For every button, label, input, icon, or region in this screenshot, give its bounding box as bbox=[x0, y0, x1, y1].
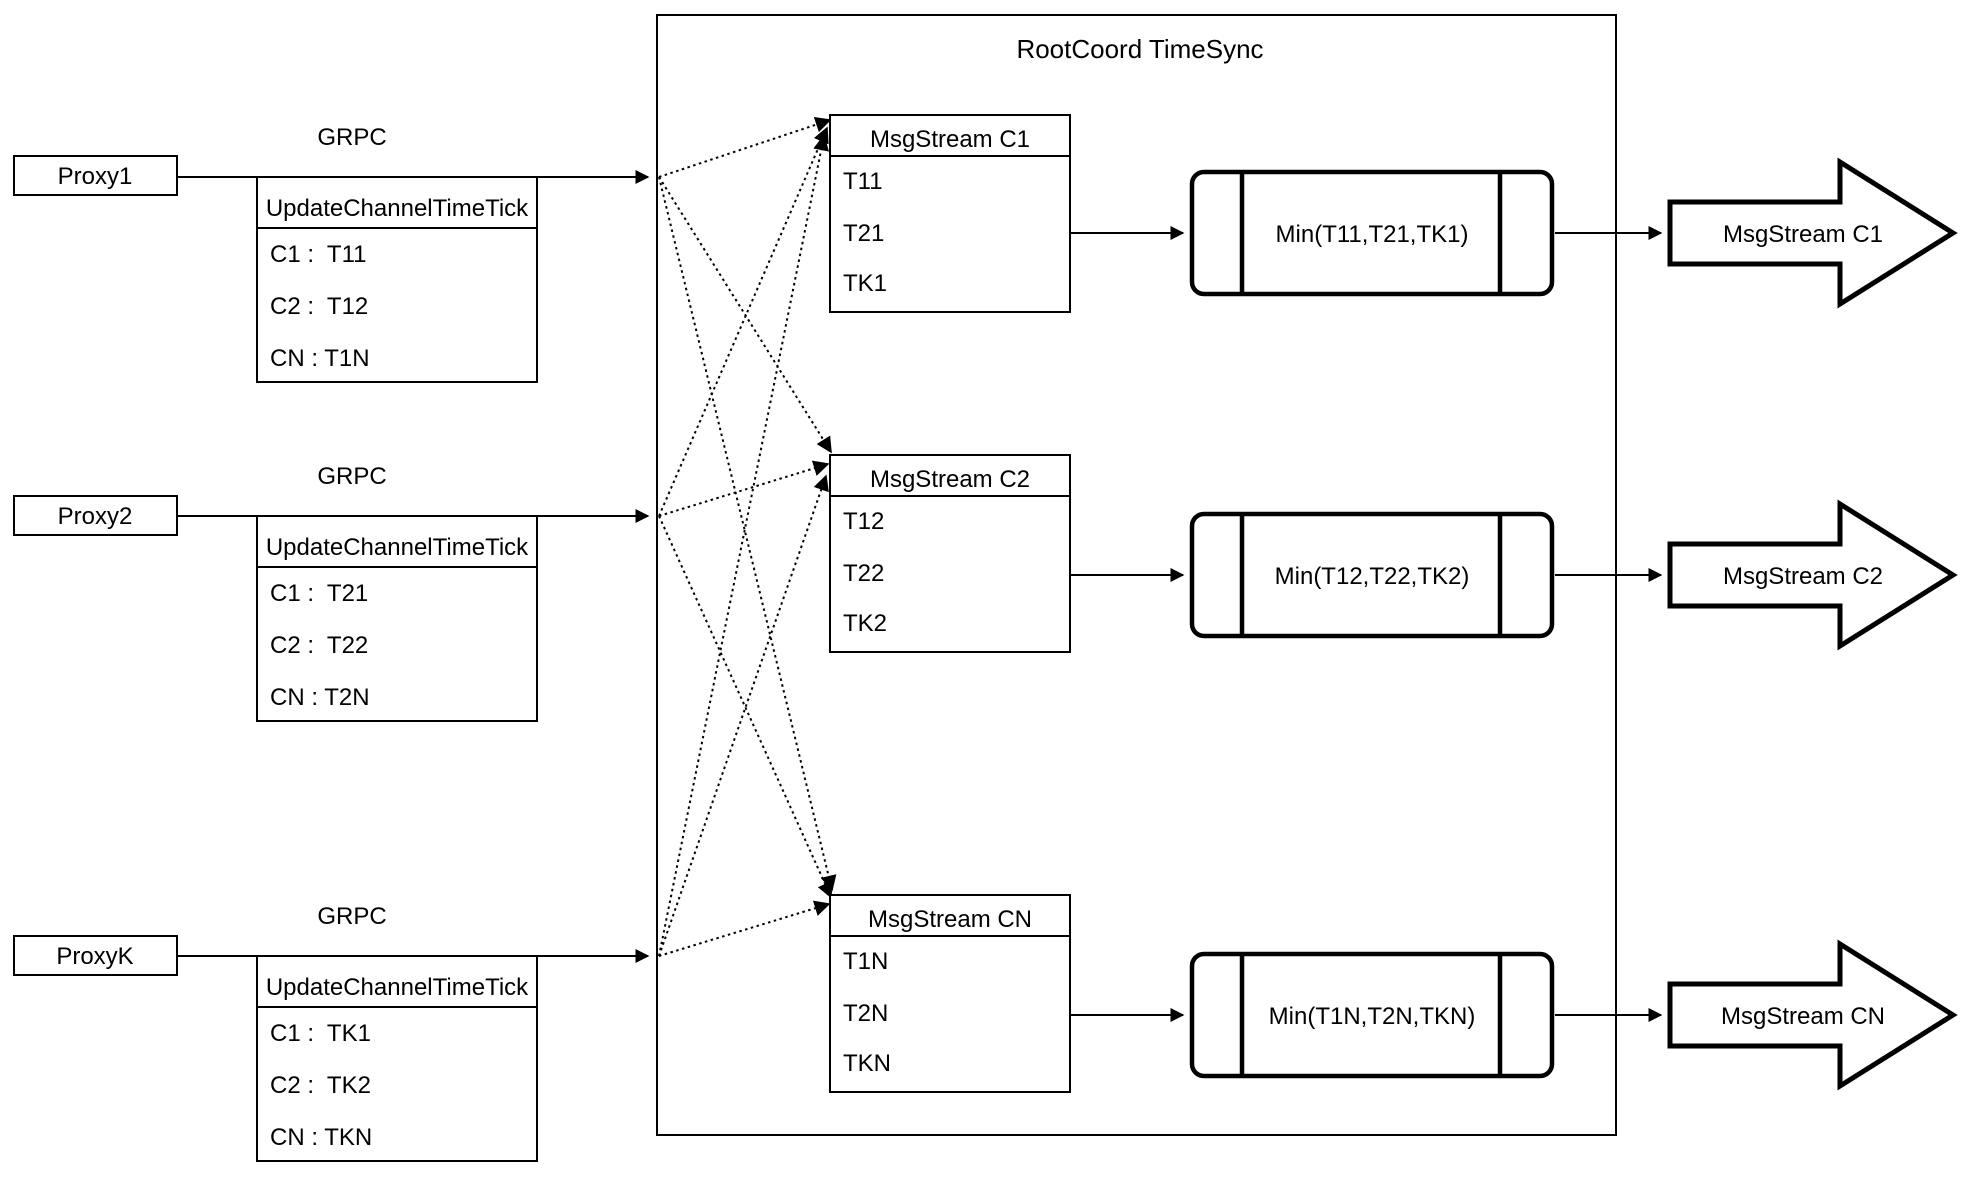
msgstream-c1-title: MsgStream C1 bbox=[870, 126, 1030, 153]
output-arrow-cn-shape bbox=[1667, 939, 1958, 1091]
proxy2-table-row-cn: CN : T2N bbox=[270, 684, 370, 711]
output-arrow-c2: MsgStream C2 bbox=[1667, 499, 1958, 651]
msgstream-c1-box bbox=[829, 114, 1071, 313]
output-arrow-c1: MsgStream C1 bbox=[1667, 157, 1958, 309]
rootcoord-timesync-title: RootCoord TimeSync bbox=[1016, 34, 1263, 64]
dotted-arrow-proxyk-to-msgstream-c1 bbox=[658, 134, 830, 957]
proxy1-table-header: UpdateChannelTimeTick bbox=[266, 195, 529, 222]
msgstream-cn-row-tkn: TKN bbox=[843, 1050, 891, 1077]
output-arrow-c1-shape bbox=[1667, 157, 1958, 309]
proxy2-timetick-table: UpdateChannelTimeTick C1 : T21 C2 : T22 … bbox=[256, 515, 538, 722]
min-c2-shape bbox=[1189, 511, 1555, 639]
msgstream-c1-table: MsgStream C1 T11 T21 TK1 bbox=[829, 114, 1185, 313]
proxy1-table-box bbox=[256, 176, 538, 383]
output-arrow-c2-label: MsgStream C2 bbox=[1723, 563, 1883, 590]
proxy2-label: Proxy2 bbox=[58, 503, 133, 530]
proxy2-table-box bbox=[256, 515, 538, 722]
dotted-arrow-proxyk-to-msgstream-c2 bbox=[658, 474, 829, 957]
grpc-label-proxy1: GRPC bbox=[317, 124, 386, 151]
output-arrow-c1-label: MsgStream C1 bbox=[1723, 221, 1883, 248]
msgstream-c2-row-t22: T22 bbox=[843, 560, 884, 587]
msgstream-cn-title: MsgStream CN bbox=[868, 906, 1032, 933]
proxyk-table-header: UpdateChannelTimeTick bbox=[266, 974, 529, 1001]
proxyk-label: ProxyK bbox=[56, 943, 133, 970]
output-arrow-c2-shape bbox=[1667, 499, 1958, 651]
min-c2-label: Min(T12,T22,TK2) bbox=[1275, 563, 1470, 590]
proxy1-table-row-c1: C1 : T11 bbox=[270, 241, 367, 268]
msgstream-c1-row-t11: T11 bbox=[843, 168, 883, 195]
msgstream-c2-row-t12: T12 bbox=[843, 508, 884, 535]
min-box-c1: Min(T11,T21,TK1) bbox=[1189, 169, 1663, 297]
msgstream-cn-table: MsgStream CN T1N T2N TKN bbox=[829, 894, 1185, 1093]
proxyk-table-box bbox=[256, 955, 538, 1162]
proxy1-row: GRPC Proxy1 UpdateChannelTimeTick C1 : T… bbox=[13, 124, 538, 383]
proxyk-box bbox=[13, 935, 178, 976]
min-box-cn: Min(T1N,T2N,TKN) bbox=[1189, 951, 1663, 1079]
dotted-arrow-proxyk-to-msgstream-cn bbox=[658, 900, 831, 957]
msgstream-c1-row-t21: T21 bbox=[843, 220, 884, 247]
proxy2-table-row-c1: C1 : T21 bbox=[270, 580, 368, 607]
proxy1-label: Proxy1 bbox=[58, 163, 133, 190]
grpc-label-proxy2: GRPC bbox=[317, 463, 386, 490]
proxy1-box bbox=[13, 155, 178, 196]
dotted-arrow-proxy1-to-msgstream-c2 bbox=[658, 176, 832, 454]
min-c1-label: Min(T11,T21,TK1) bbox=[1276, 221, 1469, 248]
msgstream-c2-row-tk2: TK2 bbox=[843, 610, 887, 637]
min-box-c2: Min(T12,T22,TK2) bbox=[1189, 511, 1663, 639]
proxy1-table-row-c2: C2 : T12 bbox=[270, 293, 368, 320]
proxy2-table-row-c2: C2 : T22 bbox=[270, 632, 368, 659]
proxy2-table-header: UpdateChannelTimeTick bbox=[266, 534, 529, 561]
proxyk-timetick-table: UpdateChannelTimeTick C1 : TK1 C2 : TK2 … bbox=[256, 955, 538, 1162]
dotted-arrow-proxy2-to-msgstream-c2 bbox=[658, 460, 830, 517]
msgstream-c2-box bbox=[829, 454, 1071, 653]
proxyk-table-row-c2: C2 : TK2 bbox=[270, 1072, 371, 1099]
msgstream-cn-box bbox=[829, 894, 1071, 1093]
dotted-arrow-proxy1-to-msgstream-c1 bbox=[658, 116, 832, 178]
proxyk-table-row-c1: C1 : TK1 bbox=[270, 1020, 371, 1047]
proxyk-table-row-cn: CN : TKN bbox=[270, 1124, 372, 1151]
msgstream-cn-row-t1n: T1N bbox=[843, 948, 888, 975]
output-arrow-cn-label: MsgStream CN bbox=[1721, 1003, 1885, 1030]
min-c1-shape bbox=[1189, 169, 1555, 297]
dotted-arrow-fan bbox=[658, 116, 837, 957]
msgstream-c2-title: MsgStream C2 bbox=[870, 466, 1030, 493]
grpc-label-proxyk: GRPC bbox=[317, 903, 386, 930]
msgstream-c1-row-tk1: TK1 bbox=[843, 270, 887, 297]
min-cn-shape bbox=[1189, 951, 1555, 1079]
proxy1-table-row-cn: CN : T1N bbox=[270, 345, 370, 372]
dotted-arrow-proxy1-to-msgstream-cn bbox=[658, 176, 837, 892]
proxy2-box bbox=[13, 495, 178, 536]
proxy2-row: GRPC Proxy2 UpdateChannelTimeTick C1 : T… bbox=[13, 463, 538, 722]
msgstream-cn-row-t2n: T2N bbox=[843, 1000, 888, 1027]
msgstream-c2-table: MsgStream C2 T12 T22 TK2 bbox=[829, 454, 1185, 653]
dotted-arrow-proxy2-to-msgstream-c1 bbox=[658, 126, 829, 517]
output-arrow-cn: MsgStream CN bbox=[1667, 939, 1958, 1091]
min-cn-label: Min(T1N,T2N,TKN) bbox=[1269, 1003, 1476, 1030]
dotted-arrow-proxy2-to-msgstream-cn bbox=[658, 515, 833, 899]
proxyk-row: GRPC ProxyK UpdateChannelTimeTick C1 : T… bbox=[13, 903, 538, 1162]
proxy1-timetick-table: UpdateChannelTimeTick C1 : T11 C2 : T12 … bbox=[256, 176, 538, 383]
